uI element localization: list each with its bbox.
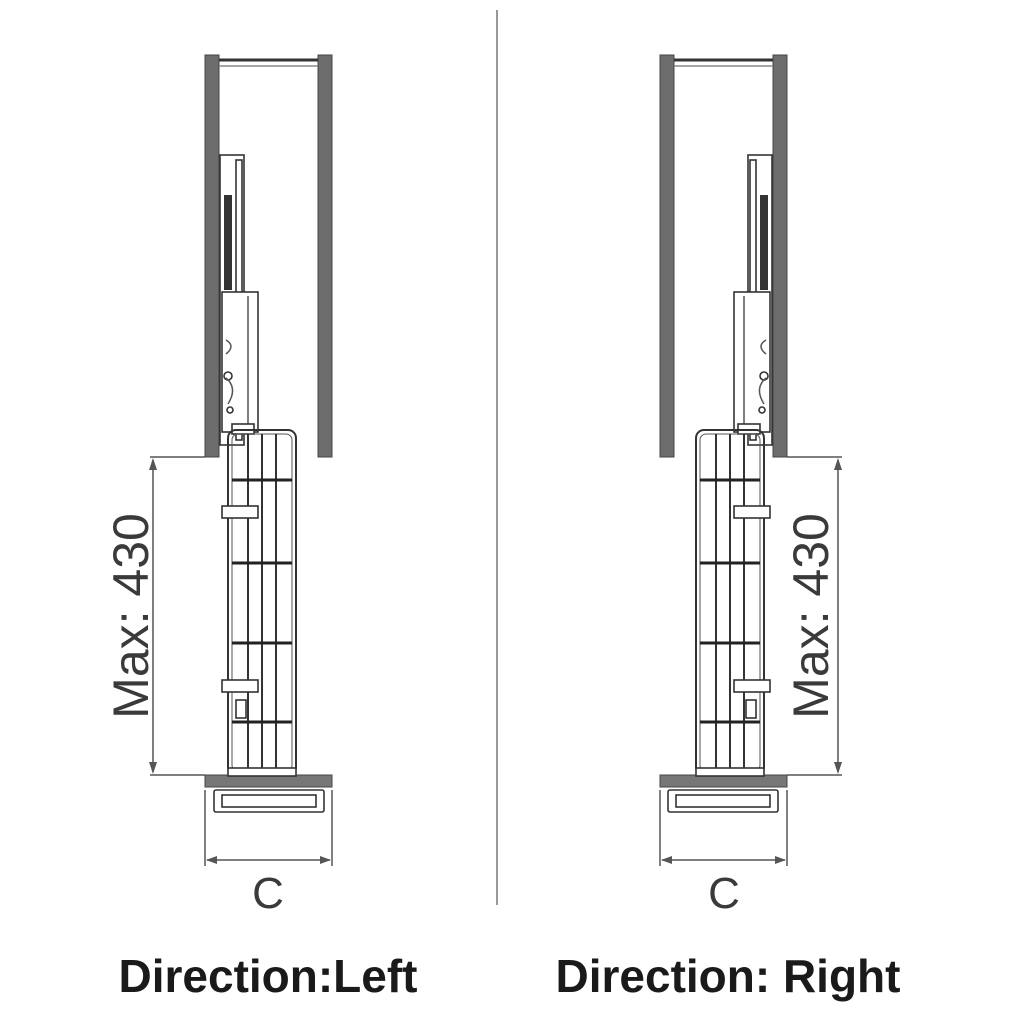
width-dimension-left (204, 790, 333, 866)
height-label-left: Max: 430 (103, 513, 159, 719)
cabinet-base-right (659, 767, 788, 813)
pull-down-basket-right (694, 428, 772, 777)
lift-mechanism-left (219, 154, 259, 446)
height-dimension-right (787, 456, 842, 776)
width-label-right: C (708, 869, 740, 918)
lift-mechanism-right (733, 154, 773, 446)
height-dimension-left (149, 456, 205, 776)
pull-down-basket-left (220, 428, 298, 777)
cabinet-base-left (204, 767, 333, 813)
caption-left: Direction:Left (119, 950, 418, 1002)
right-panel: Max: 430 C Direction: Right (556, 53, 901, 1002)
width-label-left: C (252, 869, 284, 918)
width-dimension-right (659, 790, 788, 866)
height-label-right: Max: 430 (783, 513, 839, 719)
left-panel: Max: 430 C Direction:Left (103, 53, 418, 1002)
caption-right: Direction: Right (556, 950, 901, 1002)
